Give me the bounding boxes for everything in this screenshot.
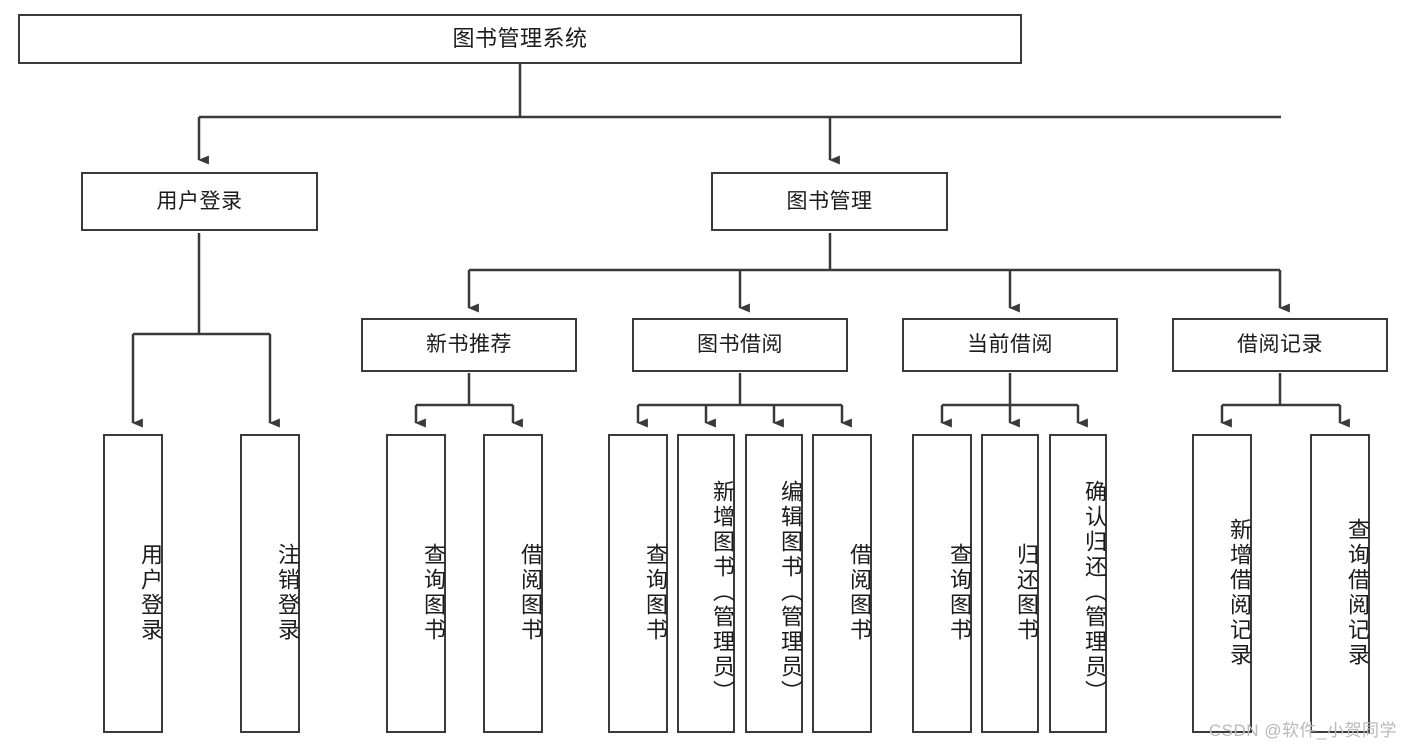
leaf-record-query-borrow-record[interactable]: 查询借阅记录 bbox=[1310, 434, 1370, 733]
leaf-new-book-borrow[interactable]: 借阅图书 bbox=[483, 434, 543, 733]
leaf-label: 确认归还（管理员） bbox=[1082, 480, 1107, 705]
leaf-label: 查询图书 bbox=[421, 542, 446, 643]
leaf-label: 用户登录 bbox=[138, 542, 163, 643]
leaf-label: 注销登录 bbox=[275, 542, 300, 643]
leaf-label: 编辑图书（管理员） bbox=[778, 480, 803, 705]
node-user-login[interactable]: 用户登录 bbox=[81, 172, 318, 231]
leaf-borrow-borrow-book[interactable]: 借阅图书 bbox=[812, 434, 872, 733]
leaf-label: 查询借阅记录 bbox=[1345, 517, 1370, 668]
leaf-current-query-book[interactable]: 查询图书 bbox=[912, 434, 972, 733]
node-book-borrow[interactable]: 图书借阅 bbox=[632, 318, 848, 372]
node-book-management[interactable]: 图书管理 bbox=[711, 172, 948, 231]
leaf-label: 借阅图书 bbox=[518, 542, 543, 643]
leaf-borrow-edit-book-admin[interactable]: 编辑图书（管理员） bbox=[745, 434, 803, 733]
leaf-label: 归还图书 bbox=[1014, 542, 1039, 643]
csdn-watermark: CSDN @软件_小贺同学 bbox=[1208, 721, 1397, 740]
leaf-borrow-query-book[interactable]: 查询图书 bbox=[608, 434, 668, 733]
leaf-new-book-query[interactable]: 查询图书 bbox=[386, 434, 446, 733]
node-new-book-recommendation[interactable]: 新书推荐 bbox=[361, 318, 577, 372]
leaf-user-login-signout[interactable]: 注销登录 bbox=[240, 434, 300, 733]
leaf-current-confirm-return-admin[interactable]: 确认归还（管理员） bbox=[1049, 434, 1107, 733]
leaf-borrow-add-book-admin[interactable]: 新增图书（管理员） bbox=[677, 434, 735, 733]
leaf-current-return-book[interactable]: 归还图书 bbox=[981, 434, 1039, 733]
node-current-borrow[interactable]: 当前借阅 bbox=[902, 318, 1118, 372]
leaf-label: 查询图书 bbox=[947, 542, 972, 643]
leaf-user-login-signin[interactable]: 用户登录 bbox=[103, 434, 163, 733]
leaf-record-add-borrow-record[interactable]: 新增借阅记录 bbox=[1192, 434, 1252, 733]
leaf-label: 查询图书 bbox=[643, 542, 668, 643]
leaf-label: 借阅图书 bbox=[847, 542, 872, 643]
leaf-label: 新增借阅记录 bbox=[1227, 517, 1252, 668]
leaf-label: 新增图书（管理员） bbox=[710, 480, 735, 705]
node-root-system[interactable]: 图书管理系统 bbox=[18, 14, 1022, 64]
node-borrow-record[interactable]: 借阅记录 bbox=[1172, 318, 1388, 372]
